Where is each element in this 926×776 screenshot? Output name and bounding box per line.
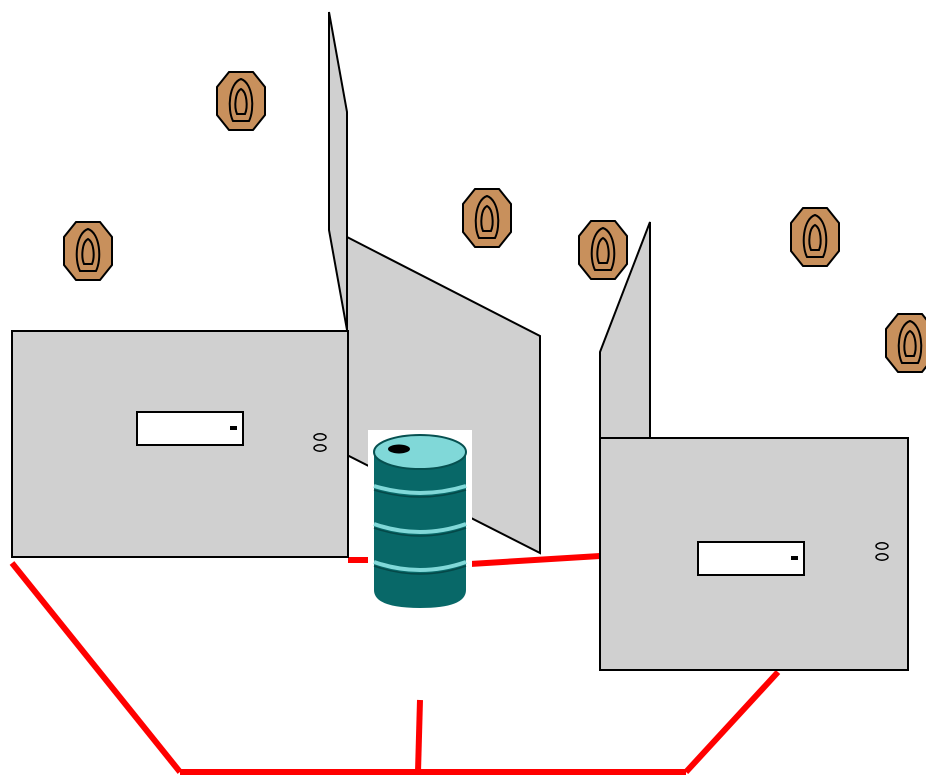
target-icon [462, 188, 512, 248]
window-left-dot [230, 426, 237, 430]
door-handle-icon [313, 433, 327, 452]
target-icon [63, 221, 113, 281]
wall-left-divider [328, 11, 348, 331]
barrel-icon [368, 430, 472, 610]
target-icon [885, 313, 926, 373]
target-icon [790, 207, 840, 267]
boundary-line-barrel-right [469, 553, 601, 567]
window-right-dot [791, 556, 798, 560]
window-left [136, 411, 244, 446]
boundary-line-right-diagonal [683, 669, 781, 775]
wall-left-front [11, 330, 349, 558]
target-icon [578, 220, 628, 280]
boundary-lines [9, 553, 781, 775]
target-icon [216, 71, 266, 131]
door-handle-icon [875, 542, 889, 561]
boundary-line-left-diagonal [9, 561, 183, 774]
window-right [697, 541, 805, 576]
wall-right-front [599, 437, 909, 671]
boundary-line-center-post [415, 699, 423, 773]
